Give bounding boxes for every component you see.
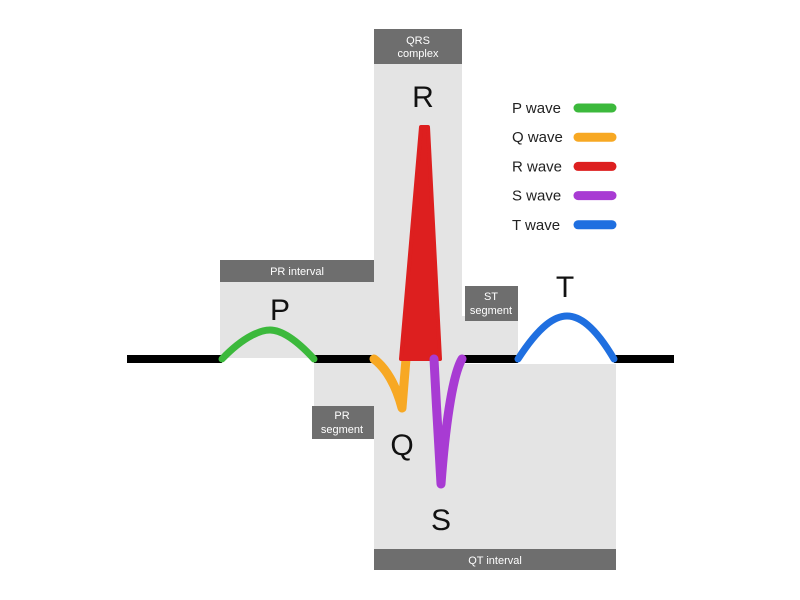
qt-interval-box: QT interval: [374, 549, 616, 570]
p-wave-label: P: [270, 294, 290, 327]
qrs-complex-box: QRS complex: [374, 29, 462, 64]
r-wave-label: R: [412, 81, 434, 114]
st-segment-label-line1: ST: [484, 291, 498, 303]
legend-item-r: R wave: [512, 158, 617, 175]
s-wave-label: S: [431, 504, 451, 537]
qt-interval-region-right: [462, 364, 616, 550]
st-segment-box: ST segment: [465, 286, 518, 321]
legend-label-p: P wave: [512, 100, 561, 117]
legend-item-q: Q wave: [512, 129, 617, 146]
pr-interval-label: PR interval: [270, 266, 324, 278]
legend-label-t: T wave: [512, 217, 560, 234]
qrs-complex-label-line1: QRS: [406, 35, 430, 47]
legend: P wave Q wave R wave S wave T wave: [512, 100, 617, 234]
q-wave-curve: [369, 354, 411, 413]
pr-segment-box: PR segment: [312, 406, 374, 439]
st-segment-region-upper: [462, 316, 518, 358]
legend-item-t: T wave: [512, 217, 617, 234]
t-wave-label: T: [556, 271, 574, 304]
r-wave-curve: [399, 125, 442, 361]
legend-label-r: R wave: [512, 158, 562, 175]
s-wave-curve: [429, 354, 467, 489]
legend-item-p: P wave: [512, 100, 617, 117]
legend-item-s: S wave: [512, 188, 617, 205]
q-wave-label: Q: [390, 429, 413, 462]
legend-label-q: Q wave: [512, 129, 563, 146]
qrs-complex-label-line2: complex: [398, 48, 439, 60]
pr-segment-label-line2: segment: [321, 424, 363, 436]
pr-segment-region: [314, 362, 374, 407]
st-segment-label-line2: segment: [470, 305, 512, 317]
qt-interval-label: QT interval: [468, 555, 522, 567]
t-wave-curve: [514, 312, 618, 363]
pr-interval-box: PR interval: [220, 260, 374, 282]
p-wave-curve: [218, 326, 318, 363]
pr-segment-label-line1: PR: [334, 410, 349, 422]
legend-label-s: S wave: [512, 188, 561, 205]
